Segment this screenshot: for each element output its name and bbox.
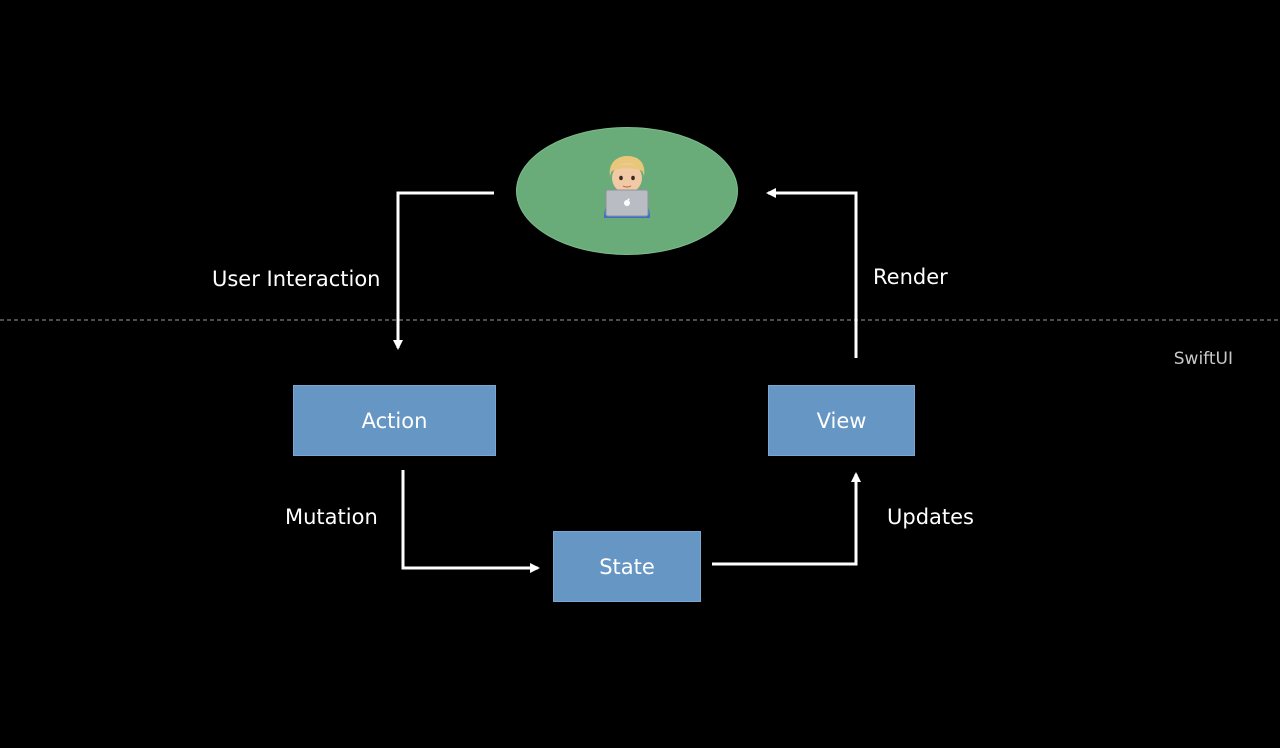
user-with-laptop-icon [604, 156, 650, 218]
mutation-arrow [401, 470, 540, 573]
mutation-label: Mutation [285, 505, 378, 529]
framework-label: SwiftUI [1173, 349, 1233, 369]
view-node: View [768, 385, 915, 456]
view-node-label: View [816, 408, 867, 433]
state-node-label: State [599, 554, 655, 579]
updates-label: Updates [887, 505, 974, 529]
action-node: Action [293, 385, 496, 456]
action-node-label: Action [361, 408, 428, 433]
user-interaction-label: User Interaction [212, 267, 381, 291]
user-interaction-arrow [393, 191, 494, 350]
render-arrow [766, 188, 858, 358]
render-label: Render [873, 265, 948, 289]
state-node: State [553, 531, 701, 602]
updates-arrow [712, 472, 861, 566]
